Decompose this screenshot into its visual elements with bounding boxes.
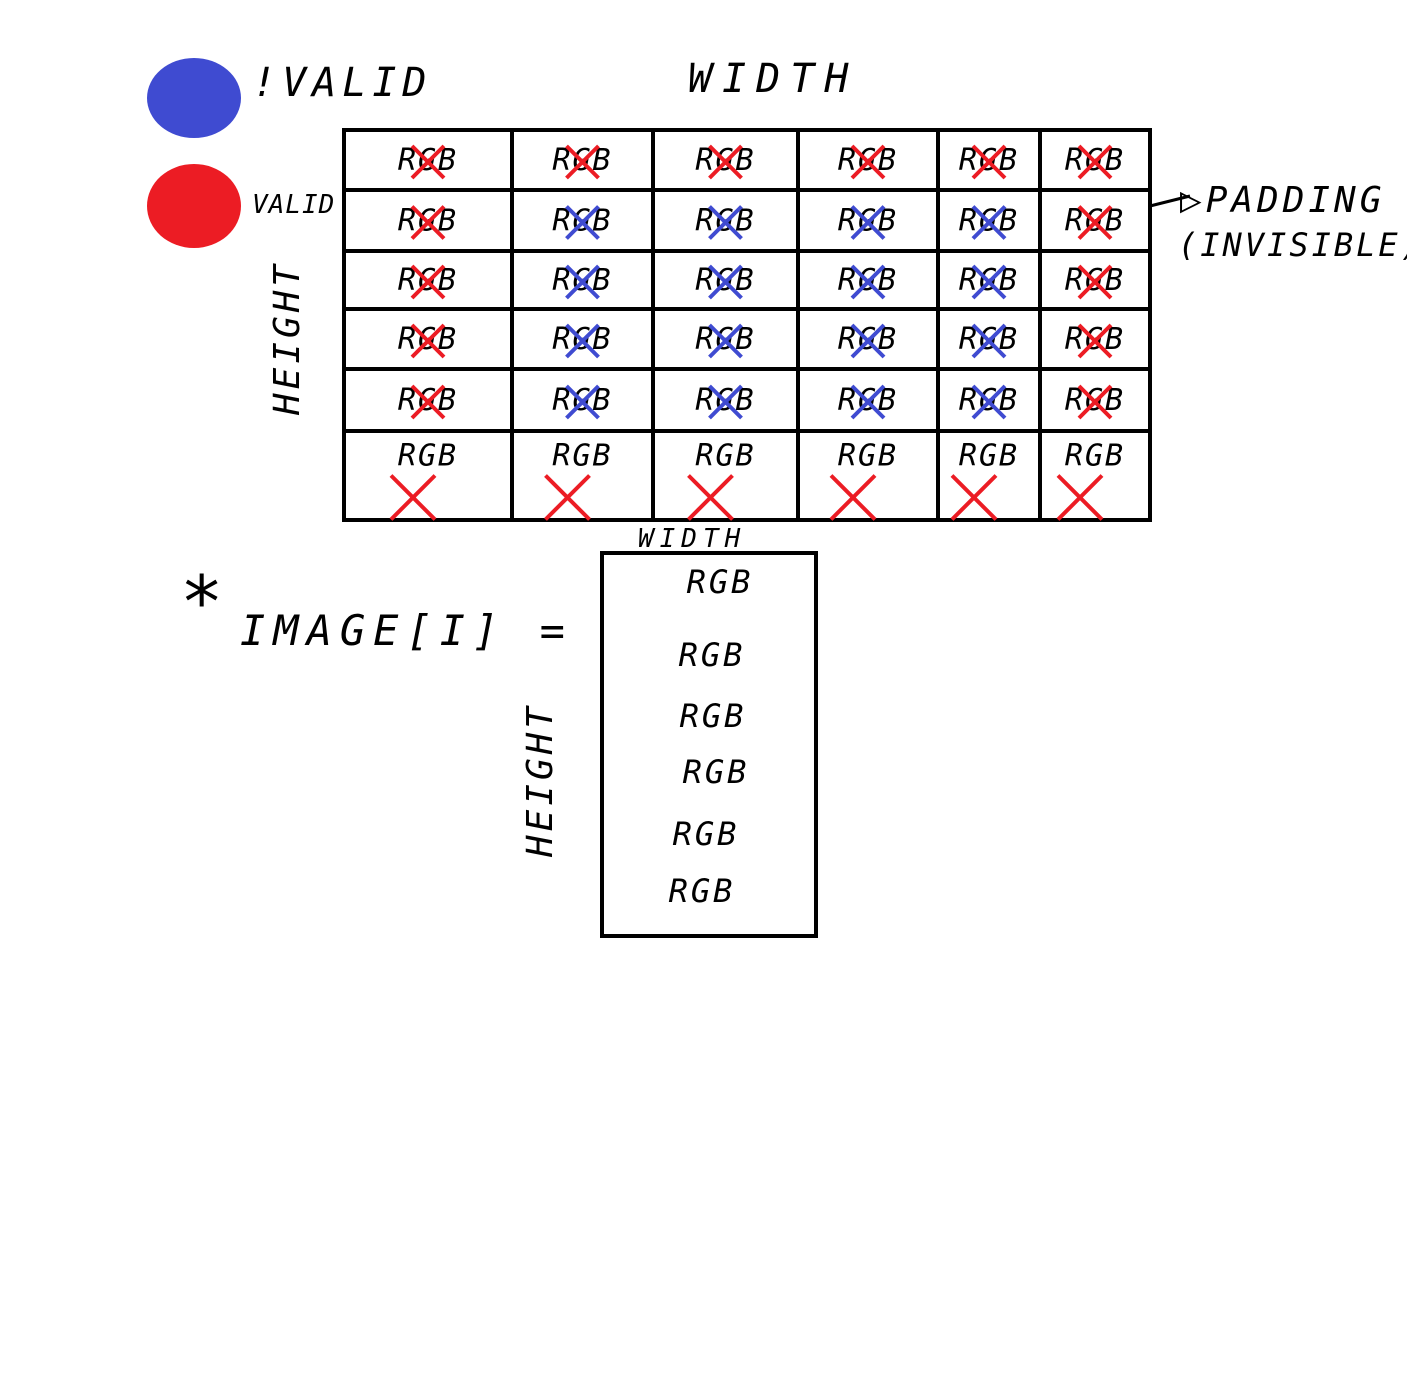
padding-note-sub: (INVISIBLE) bbox=[1178, 226, 1407, 264]
valid-cross-mark bbox=[565, 144, 600, 180]
invalid-cross-mark bbox=[708, 384, 743, 420]
image-array-label: IMAGE[I] = bbox=[240, 606, 573, 655]
invalid-cross-mark bbox=[850, 384, 886, 420]
valid-cross-mark bbox=[971, 144, 1007, 180]
invalid-cross-mark bbox=[971, 264, 1007, 300]
invalid-cross-mark bbox=[708, 323, 743, 359]
valid-cross-mark bbox=[708, 144, 743, 180]
image-array-row: RGB bbox=[669, 872, 736, 910]
legend-label-valid: VALID bbox=[252, 190, 336, 220]
invalid-cross-mark bbox=[971, 384, 1007, 420]
image-array-border bbox=[600, 551, 818, 938]
invalid-cross-mark bbox=[565, 323, 600, 359]
padding-note-text: PADDING bbox=[1205, 180, 1386, 221]
valid-cross-mark bbox=[410, 205, 446, 240]
padding-arrow-icon: ▷ bbox=[1180, 180, 1206, 221]
valid-cross-mark bbox=[544, 474, 591, 521]
invalid-cross-mark bbox=[850, 323, 886, 359]
invalid-cross-mark bbox=[850, 205, 886, 240]
invalid-cross-mark bbox=[565, 384, 600, 420]
valid-cross-mark bbox=[1077, 323, 1113, 359]
grid-border bbox=[342, 128, 1152, 522]
cell-rgb-text: RGB bbox=[398, 439, 458, 474]
valid-cross-mark bbox=[1077, 384, 1113, 420]
cell-rgb-text: RGB bbox=[695, 439, 755, 474]
image-width-label: WIDTH bbox=[638, 524, 747, 554]
grid-width-label: WIDTH bbox=[688, 56, 859, 102]
star-icon: * bbox=[180, 560, 224, 644]
cell-rgb-text: RGB bbox=[959, 439, 1019, 474]
invalid-cross-mark bbox=[708, 264, 743, 300]
invalid-cross-mark bbox=[565, 205, 600, 240]
valid-cross-mark bbox=[687, 474, 734, 521]
cell-rgb-text: RGB bbox=[1065, 439, 1125, 474]
valid-cross-mark bbox=[1056, 474, 1104, 521]
image-array-row: RGB bbox=[683, 753, 750, 791]
legend-dot-valid bbox=[147, 164, 241, 248]
valid-cross-mark bbox=[829, 474, 877, 521]
padding-pointer-line bbox=[1149, 194, 1191, 208]
valid-cross-mark bbox=[1077, 205, 1113, 240]
valid-cross-mark bbox=[950, 474, 998, 521]
invalid-cross-mark bbox=[850, 264, 886, 300]
legend-dot-invalid bbox=[147, 58, 241, 138]
image-array-row: RGB bbox=[687, 563, 754, 601]
image-array-row: RGB bbox=[673, 815, 740, 853]
invalid-cross-mark bbox=[971, 205, 1007, 240]
image-array-row: RGB bbox=[679, 636, 746, 674]
valid-cross-mark bbox=[850, 144, 886, 180]
valid-cross-mark bbox=[1077, 264, 1113, 300]
valid-cross-mark bbox=[410, 323, 446, 359]
valid-cross-mark bbox=[1077, 144, 1113, 180]
cell-rgb-text: RGB bbox=[838, 439, 898, 474]
legend-label-invalid: !VALID bbox=[252, 60, 433, 106]
valid-cross-mark bbox=[410, 264, 446, 300]
cell-rgb-text: RGB bbox=[552, 439, 612, 474]
invalid-cross-mark bbox=[565, 264, 600, 300]
image-array-row: RGB bbox=[680, 697, 747, 735]
valid-cross-mark bbox=[410, 144, 446, 180]
valid-cross-mark bbox=[389, 474, 437, 521]
valid-cross-mark bbox=[410, 384, 446, 420]
padding-note: ▷PADDING bbox=[1180, 180, 1385, 221]
invalid-cross-mark bbox=[971, 323, 1007, 359]
invalid-cross-mark bbox=[708, 205, 743, 240]
